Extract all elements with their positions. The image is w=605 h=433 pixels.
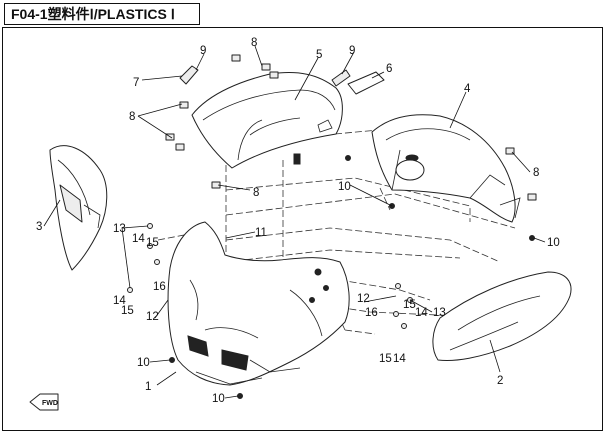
callout-8-left: 8 <box>129 111 135 123</box>
part-6-lens <box>347 71 385 95</box>
callout-16-right: 16 <box>365 307 378 319</box>
callout-2: 2 <box>497 375 503 387</box>
callout-9-right: 9 <box>349 45 355 57</box>
fwd-arrow-icon: FWD <box>29 393 59 411</box>
callout-8-center: 8 <box>253 187 259 199</box>
callout-14-upper-right: 14 <box>415 307 428 319</box>
diagram-title: F04-1塑料件Ⅰ/PLASTICS Ⅰ <box>11 6 175 22</box>
callout-15-upper-left: 15 <box>146 237 159 249</box>
callout-8-right: 8 <box>533 167 539 179</box>
callout-16-left: 16 <box>153 281 166 293</box>
callout-numbers: 1 2 3 4 5 6 7 8 8 8 8 9 9 10 10 10 10 11… <box>36 37 560 405</box>
callout-11: 11 <box>255 227 267 239</box>
part-lower-right-panel <box>432 271 572 361</box>
callout-1: 1 <box>145 381 151 393</box>
callout-12-right: 12 <box>357 293 370 305</box>
callout-3: 3 <box>36 221 42 233</box>
callout-4: 4 <box>464 83 471 95</box>
callout-15-lower-right: 15 <box>379 353 392 365</box>
part-front-cowl <box>167 221 350 386</box>
part-8-clips <box>165 54 537 201</box>
fwd-label: FWD <box>42 400 58 407</box>
callout-13-left: 13 <box>113 223 126 235</box>
callout-10-bottom: 10 <box>212 393 225 405</box>
callout-7: 7 <box>133 77 139 89</box>
callout-12-left: 12 <box>146 311 159 323</box>
callout-10-right: 10 <box>547 237 560 249</box>
part-windscreen <box>191 72 343 169</box>
diagram-title-box: F04-1塑料件Ⅰ/PLASTICS Ⅰ <box>4 3 200 25</box>
callout-5: 5 <box>316 49 322 61</box>
callout-14-lower-right: 14 <box>393 353 406 365</box>
callout-14-lower-left: 14 <box>113 295 126 307</box>
part-left-side-panel <box>49 145 108 271</box>
leader-lines <box>43 45 546 399</box>
callout-8-top: 8 <box>251 37 257 49</box>
part-9-pads <box>179 65 351 87</box>
callout-9-left: 9 <box>200 45 206 57</box>
part-right-fairing <box>371 114 521 223</box>
callout-10-center: 10 <box>338 181 351 193</box>
callout-13-right: 13 <box>433 307 446 319</box>
callout-15-upper-right: 15 <box>403 299 416 311</box>
callout-10-lower-left: 10 <box>137 357 150 369</box>
callout-15-lower-left: 15 <box>121 305 134 317</box>
callout-14-upper-left: 14 <box>132 233 145 245</box>
callout-6: 6 <box>386 63 392 75</box>
